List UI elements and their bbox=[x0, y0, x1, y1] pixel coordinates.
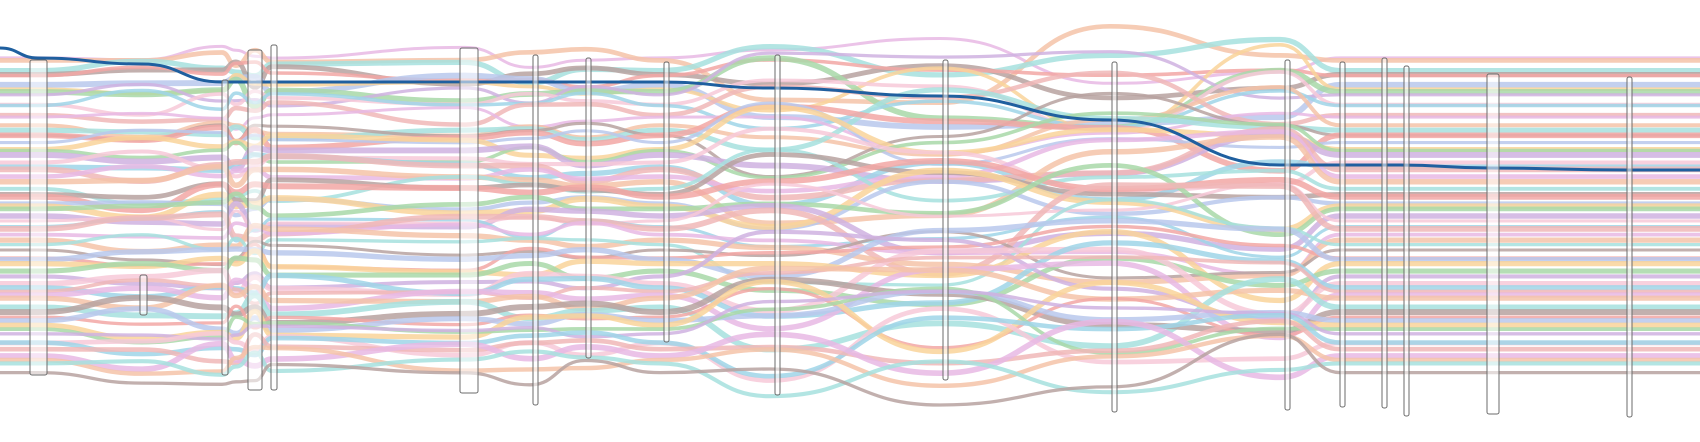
node-bar[interactable] bbox=[585, 57, 592, 359]
node-bar[interactable] bbox=[1486, 73, 1500, 415]
storyline-flow bbox=[0, 58, 1700, 89]
node-bar[interactable] bbox=[221, 79, 229, 376]
node-bar[interactable] bbox=[1626, 76, 1633, 418]
node-bar[interactable] bbox=[247, 49, 263, 391]
storyline-flow bbox=[0, 129, 1700, 194]
storyline-node[interactable] bbox=[1381, 57, 1388, 409]
storyline-flow bbox=[0, 111, 1700, 180]
node-bar[interactable] bbox=[1381, 57, 1388, 409]
highlight-flow-layer bbox=[0, 46, 1700, 172]
node-bar[interactable] bbox=[1284, 59, 1291, 411]
storyline-flow bbox=[0, 349, 1700, 399]
node-bar[interactable] bbox=[774, 54, 781, 396]
storyline-flow bbox=[0, 286, 1700, 350]
node-bar[interactable] bbox=[139, 274, 148, 316]
storyline-node[interactable] bbox=[459, 47, 479, 394]
storyline-flow bbox=[0, 101, 1700, 166]
storyline-flow bbox=[0, 70, 1700, 127]
storyline-flow bbox=[0, 333, 1700, 389]
storyline-node[interactable] bbox=[585, 57, 592, 359]
storyline-flow bbox=[0, 222, 1700, 285]
storyline-node[interactable] bbox=[29, 59, 48, 376]
storyline-flow bbox=[0, 332, 1700, 407]
storyline-node[interactable] bbox=[139, 274, 148, 316]
storyline-flow bbox=[0, 255, 1700, 308]
storyline-flow bbox=[0, 182, 1700, 277]
storyline-node[interactable] bbox=[221, 79, 229, 376]
storyline-node[interactable] bbox=[942, 59, 949, 381]
storyline-flow bbox=[0, 200, 1700, 256]
storyline-node[interactable] bbox=[1339, 61, 1346, 408]
storyline-node[interactable] bbox=[247, 49, 263, 391]
storyline-flow bbox=[0, 286, 1700, 355]
storyline-flow bbox=[0, 182, 1700, 232]
node-bar[interactable] bbox=[270, 44, 278, 391]
node-bar[interactable] bbox=[1111, 61, 1118, 413]
storyline-node[interactable] bbox=[1111, 61, 1118, 413]
storyline-flow bbox=[0, 167, 1700, 233]
storyline-node[interactable] bbox=[1626, 76, 1633, 418]
storyline-flow bbox=[0, 265, 1700, 312]
node-bar[interactable] bbox=[663, 61, 670, 343]
node-bar[interactable] bbox=[459, 47, 479, 394]
storyline-flow bbox=[0, 36, 1700, 86]
flow-layer bbox=[0, 23, 1700, 407]
node-bar[interactable] bbox=[1339, 61, 1346, 408]
node-bar[interactable] bbox=[1403, 65, 1410, 417]
highlighted-flow bbox=[0, 46, 1700, 172]
storyline-node[interactable] bbox=[270, 44, 278, 391]
storyline-node[interactable] bbox=[663, 61, 670, 343]
storyline-flow bbox=[0, 318, 1700, 381]
node-bar[interactable] bbox=[942, 59, 949, 381]
node-layer bbox=[29, 44, 1633, 418]
storyline-flow bbox=[0, 218, 1700, 280]
storyline-node[interactable] bbox=[1486, 73, 1500, 415]
storyline-node[interactable] bbox=[774, 54, 781, 396]
node-bar[interactable] bbox=[532, 54, 539, 406]
storyline-flow bbox=[0, 157, 1700, 214]
storyline-node[interactable] bbox=[1284, 59, 1291, 411]
node-bar[interactable] bbox=[29, 59, 48, 376]
storyline-flow bbox=[0, 260, 1700, 341]
storyline-node[interactable] bbox=[532, 54, 539, 406]
storyline-node[interactable] bbox=[1403, 65, 1410, 417]
storyline-flow bbox=[0, 163, 1700, 238]
storyline-flow bbox=[0, 84, 1700, 157]
storyline-flow bbox=[0, 221, 1700, 277]
